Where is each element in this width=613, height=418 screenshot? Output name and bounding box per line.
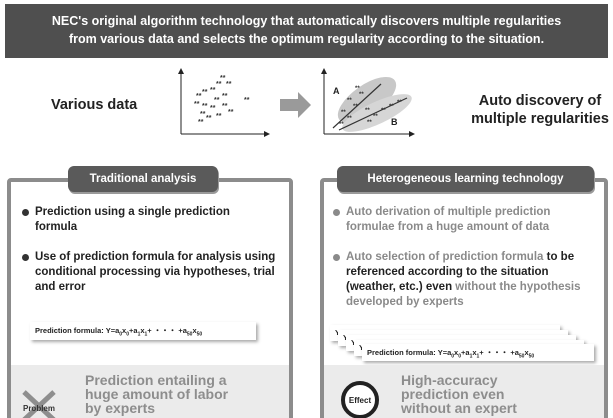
scatter-marker: **	[341, 110, 346, 116]
scatter-marker: **	[194, 101, 200, 108]
traditional-prediction-formula: Prediction formula: Y=a0x0+a1x1+ ・・・ +a5…	[30, 322, 256, 340]
auto-discovery-line-1: Auto discovery of	[478, 93, 602, 109]
regularities-plot: ************************** A B	[321, 68, 415, 137]
scatter-marker: **	[206, 115, 212, 122]
scatter-marker: **	[222, 93, 228, 100]
bullet-2-part-2: to be referenced according to the situat…	[346, 251, 575, 293]
title-banner: NEC's original algorithm technology that…	[5, 4, 608, 58]
various-data-label: Various data	[51, 97, 138, 113]
scatter-marker: **	[244, 97, 250, 104]
scatter-marker: **	[365, 108, 370, 114]
scatter-marker: **	[216, 81, 222, 88]
bullet-dot	[333, 209, 340, 216]
bullet-dot	[22, 254, 29, 261]
traditional-bullet-1-text: Prediction using a single prediction for…	[35, 206, 230, 233]
scatter-marker: **	[367, 120, 372, 126]
stack-label: Y	[359, 343, 364, 352]
stack-label: Y	[335, 328, 340, 337]
scatter-marker: **	[373, 114, 378, 120]
scatter-marker: **	[200, 111, 206, 118]
scatter-marker: **	[220, 75, 226, 82]
scatter-marker: **	[226, 81, 232, 88]
scatter-marker: **	[228, 109, 234, 116]
scatter-marker: **	[222, 103, 228, 110]
region-b-label: B	[391, 117, 398, 127]
scatter-marker: **	[353, 104, 358, 110]
scatter-marker: **	[381, 108, 386, 114]
traditional-bullet-1: Prediction using a single prediction for…	[22, 205, 267, 235]
bullet-2-part-1: Auto selection of prediction formula	[346, 251, 547, 263]
banner-line-1: NEC's original algorithm technology that…	[51, 14, 562, 28]
bullet-2-part-3: without the hypothesis developed by expe…	[346, 281, 581, 308]
traditional-outcome-line-1: Prediction entailing a	[85, 372, 227, 388]
scatter-marker: **	[397, 100, 402, 106]
scatter-marker: **	[214, 97, 220, 104]
bullet-dot	[22, 209, 29, 216]
scatter-marker: **	[202, 103, 208, 110]
heterogeneous-learning-tab: Heterogeneous learning technology	[337, 166, 594, 192]
scatter-marker: **	[389, 104, 394, 110]
scatter-marker: **	[198, 119, 204, 126]
heterogeneous-prediction-formula: Prediction formula: Y=a0x0+a1x1+ ・・・ +a5…	[362, 344, 594, 361]
effect-circle-icon: Effect	[341, 381, 379, 418]
traditional-bullet-2: Use of prediction formula for analysis u…	[22, 250, 277, 295]
scatter-plot-various-data: ************************************	[178, 68, 270, 137]
traditional-outcome-line-3: by experts	[85, 400, 156, 416]
scatter-marker: **	[210, 87, 216, 94]
scatter-marker: **	[347, 116, 352, 122]
heterogeneous-bullet-2: Auto selection of prediction formula to …	[333, 250, 595, 310]
traditional-outcome-line-2: huge amount of labor	[85, 386, 229, 402]
scatter-marker: **	[196, 93, 202, 100]
banner-line-2: from various data and selects the optimu…	[68, 32, 545, 46]
bullet-dot	[333, 254, 340, 261]
heterogeneous-bullet-1-text: Auto derivation of multiple prediction f…	[346, 206, 551, 233]
heterogeneous-bullet-1: Auto derivation of multiple prediction f…	[333, 205, 588, 235]
effect-badge-label: Effect	[349, 396, 372, 405]
heterogeneous-outcome-line-3: without an expert	[401, 400, 517, 416]
stack-label: Y	[343, 333, 348, 342]
stack-label: Y	[351, 338, 356, 347]
formula-prefix: Prediction formula: Y=a	[367, 348, 452, 357]
scatter-marker: **	[216, 113, 222, 120]
problem-badge-label: Problem	[23, 404, 55, 413]
traditional-bullet-2-text: Use of prediction formula for analysis u…	[35, 251, 276, 293]
heterogeneous-outcome-line-1: High-accuracy	[401, 372, 498, 388]
scatter-marker: **	[202, 89, 208, 96]
scatter-marker: **	[210, 105, 216, 112]
scatter-marker: **	[355, 86, 360, 92]
scatter-marker: **	[347, 98, 352, 104]
heterogeneous-outcome-text: High-accuracy prediction even without an…	[401, 373, 517, 415]
auto-discovery-line-2: multiple regularities	[471, 111, 609, 127]
region-a-label: A	[333, 86, 340, 96]
scatter-marker: **	[359, 92, 364, 98]
scatter-marker: **	[339, 122, 344, 128]
right-arrow-icon	[280, 92, 311, 118]
heterogeneous-outcome-line-2: prediction even	[401, 386, 505, 402]
problem-x-icon: Problem	[22, 390, 56, 418]
traditional-analysis-tab: Traditional analysis	[68, 166, 218, 192]
auto-discovery-label: Auto discovery of multiple regularities	[465, 92, 613, 128]
traditional-outcome-text: Prediction entailing a huge amount of la…	[85, 373, 228, 415]
traditional-outcome-box	[11, 365, 289, 418]
formula-prefix: Prediction formula: Y=a	[35, 326, 120, 335]
